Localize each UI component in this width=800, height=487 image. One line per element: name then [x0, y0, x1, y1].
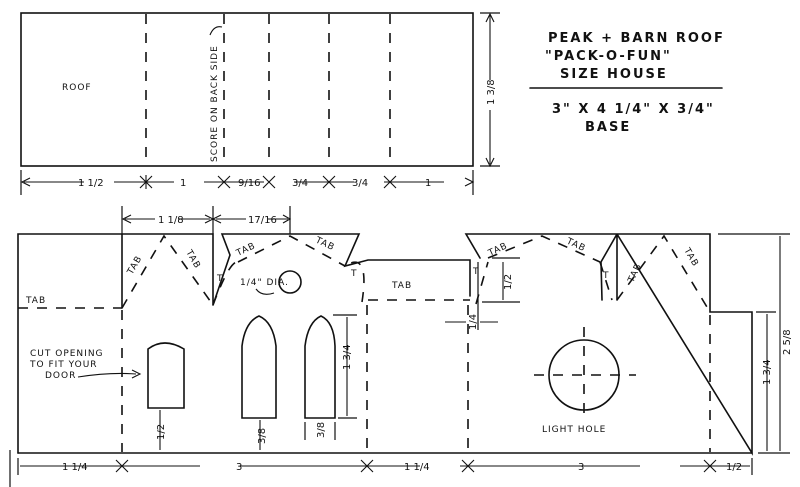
window-width-dim: 3/8	[316, 422, 327, 438]
roof-dim-5: 3/4	[352, 178, 368, 189]
title-line-1: PEAK + BARN ROOF	[548, 31, 725, 46]
roof-label: ROOF	[62, 83, 92, 93]
t-label: T	[350, 269, 358, 279]
tab-label: TAB	[25, 296, 46, 306]
tab-label: TAB	[313, 235, 336, 253]
walls-piece: TAB TAB TAB TAB TAB TAB TAB TAB TAB TAB …	[9, 206, 793, 487]
tab-label: TAB	[681, 246, 700, 269]
tab-label: TAB	[234, 241, 257, 259]
door-note-1: CUT OPENING	[30, 349, 104, 359]
title-line-4: 3" X 4 1/4" X 3/4"	[552, 102, 715, 117]
tab-gap-dim: 1/4	[468, 314, 479, 330]
roof-dim-4: 3/4	[292, 178, 308, 189]
light-hole-label: LIGHT HOLE	[542, 425, 606, 435]
door-bottom-dim: 1/2	[156, 424, 167, 440]
roof-height-dim: 1 3/8	[486, 79, 497, 105]
title-line-5: BASE	[585, 120, 631, 135]
window-narrow	[304, 315, 336, 419]
curved-arrow-icon	[209, 26, 223, 36]
roof-piece: ROOF SCORE ON BACK SIDE 1 3/8 1 1/2 1 9/…	[20, 12, 500, 195]
door-note-3: DOOR	[45, 371, 76, 381]
right-height-outer-dim: 2 5/8	[782, 329, 793, 355]
bottom-dim-1: 1 1/4	[62, 462, 88, 473]
roof-dim-1: 1 1/2	[78, 178, 104, 189]
bottom-dim-3: 1 1/4	[404, 462, 430, 473]
perch-hole	[278, 270, 302, 294]
score-note: SCORE ON BACK SIDE	[210, 45, 220, 162]
window-bottom-dim: 3/8	[257, 428, 268, 444]
door-opening	[147, 342, 185, 409]
door-note-2: TO FIT YOUR	[29, 360, 98, 370]
top-dim-2: 17/16	[248, 215, 277, 226]
title-line-3: SIZE HOUSE	[560, 67, 668, 82]
t-label: T	[472, 267, 480, 277]
roof-outline	[20, 12, 474, 167]
curved-arrow-icon	[255, 288, 275, 295]
right-height-inner-dim: 1 3/4	[762, 359, 773, 385]
title-block: PEAK + BARN ROOF "PACK-O-FUN" SIZE HOUSE…	[529, 31, 725, 135]
bottom-dim-2: 3	[236, 462, 242, 473]
window-tall	[241, 315, 277, 419]
roof-dim-6: 1	[425, 178, 431, 189]
bottom-dim-4: 3	[578, 462, 584, 473]
bottom-dim-5: 1/2	[726, 462, 742, 473]
top-dim-1: 1 1/8	[158, 215, 184, 226]
roof-dim-3: 9/16	[238, 178, 260, 189]
title-line-2: "PACK-O-FUN"	[545, 49, 672, 64]
hole-note: 1/4" DIA.	[240, 278, 289, 288]
tab-rect-height-dim: 1/2	[503, 274, 514, 290]
window-height-dim: 1 3/4	[342, 344, 353, 370]
tab-label: TAB	[391, 281, 412, 291]
t-label: T	[602, 271, 610, 281]
tab-label: TAB	[486, 241, 509, 259]
roof-dim-2: 1	[180, 178, 186, 189]
t-label: T	[216, 274, 224, 284]
